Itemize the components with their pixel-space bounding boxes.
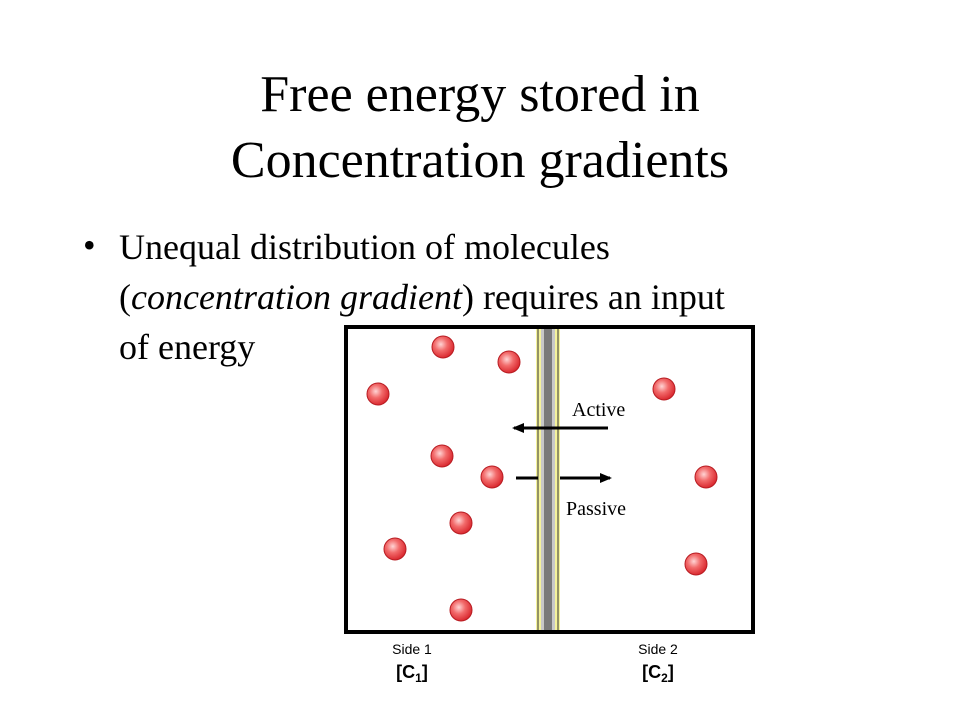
side-1-concentration: [C1] [396,662,428,685]
slide-title: Free energy stored in Concentration grad… [0,62,960,194]
side-1-labels: Side 1 [C1] [392,641,432,685]
bullet-open-paren: ( [119,277,131,317]
side-1-label: Side 1 [392,641,432,657]
membrane-core [544,329,552,630]
concentration-gradient-diagram: Active Passive Side 1 [C1] Side 2 [C2] [344,325,755,685]
bullet-italic-term: concentration gradient [131,277,462,317]
molecule [480,465,504,489]
molecule [652,377,676,401]
molecule [366,382,390,406]
active-label: Active [572,399,625,421]
slide-title-line-1: Free energy stored in [260,66,700,123]
active-transport-arrow: Active [512,399,625,433]
molecule [684,552,708,576]
molecule [449,511,473,535]
molecule [694,465,718,489]
bullet-text-line-3: of energy [119,327,256,367]
side-2-label: Side 2 [638,641,678,657]
slide-title-line-2: Concentration gradients [230,132,730,189]
passive-label: Passive [566,498,626,520]
side-2-concentration: [C2] [642,662,674,685]
molecule [431,335,455,359]
bullet-marker: • [83,225,96,265]
molecule [383,537,407,561]
bullet-text: Unequal distribution of molecules (conce… [119,222,819,372]
passive-transport-arrow: Passive [516,473,626,520]
membrane [536,329,560,630]
molecule [449,598,473,622]
side-2-labels: Side 2 [C2] [638,641,678,685]
bullet-text-line-1: Unequal distribution of molecules [119,227,610,267]
molecule [430,444,454,468]
molecule [497,350,521,374]
bullet-text-line-2-rest: ) requires an input [461,277,725,317]
molecules [366,335,718,622]
